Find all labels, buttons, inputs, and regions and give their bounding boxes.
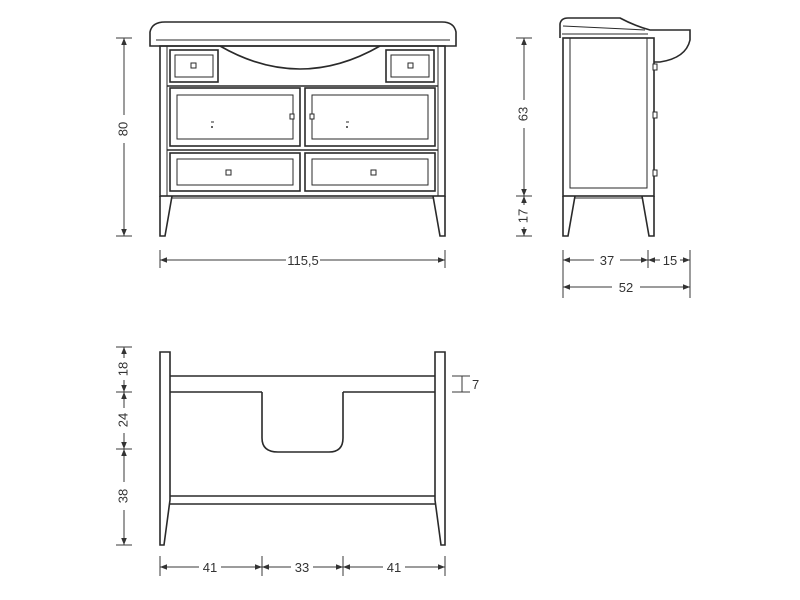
front-left-door: [169, 87, 301, 147]
side-left-leg: [562, 195, 576, 237]
side-view: [559, 17, 691, 237]
back-height-dimension: 18 24 38: [115, 346, 132, 546]
side-countertop: [559, 17, 691, 63]
side-height-dimension: 63 17: [515, 37, 532, 237]
front-height-label: 80: [115, 122, 130, 136]
front-bottom-left-drawer: [169, 152, 301, 192]
front-width-label: 115,5: [287, 253, 319, 268]
front-view: [149, 21, 457, 237]
front-left-leg: [159, 195, 173, 237]
side-cabinet-body: [562, 37, 655, 197]
front-bottom-right-drawer: [304, 152, 436, 192]
back-left-post: [159, 351, 171, 546]
back-top-label: 18: [115, 362, 130, 376]
side-lower-label: 17: [515, 209, 530, 223]
back-bottom-label: 38: [115, 489, 130, 503]
back-cutout-depth-label: 7: [472, 377, 479, 392]
side-depth-dimension: 37 15 52: [562, 250, 691, 298]
front-right-door: [304, 87, 436, 147]
side-knob-icon: [652, 169, 658, 177]
back-width-dimension: 41 33 41: [159, 556, 446, 576]
back-cutout-depth-dimension: 7: [452, 375, 479, 393]
side-right-leg: [641, 195, 655, 237]
back-right-post: [434, 351, 446, 546]
front-top-left-drawer: [169, 49, 219, 83]
drawer-knob-icon: [190, 62, 197, 69]
drawer-knob-icon: [370, 169, 377, 176]
side-knob-icon: [652, 111, 658, 119]
back-center-label: 33: [295, 560, 309, 575]
drawer-knob-icon: [225, 169, 232, 176]
front-right-leg: [432, 195, 446, 237]
back-cutout: [261, 392, 344, 453]
side-total-label: 52: [619, 280, 633, 295]
side-upper-label: 63: [515, 107, 530, 121]
back-right-label: 41: [387, 560, 401, 575]
drawer-knob-icon: [407, 62, 414, 69]
back-middle-label: 24: [115, 413, 130, 427]
front-top-right-drawer: [385, 49, 435, 83]
front-basin: [219, 45, 381, 70]
back-view: [159, 351, 446, 546]
door-knob-icon: [309, 113, 315, 120]
back-left-label: 41: [203, 560, 217, 575]
side-depth-label: 37: [600, 253, 614, 268]
side-knob-icon: [652, 63, 658, 71]
front-countertop: [149, 21, 457, 47]
door-knob-icon: [289, 113, 295, 120]
front-width-dimension: 115,5: [159, 250, 446, 268]
front-height-dimension: 80: [115, 37, 132, 237]
side-sink-label: 15: [663, 253, 677, 268]
